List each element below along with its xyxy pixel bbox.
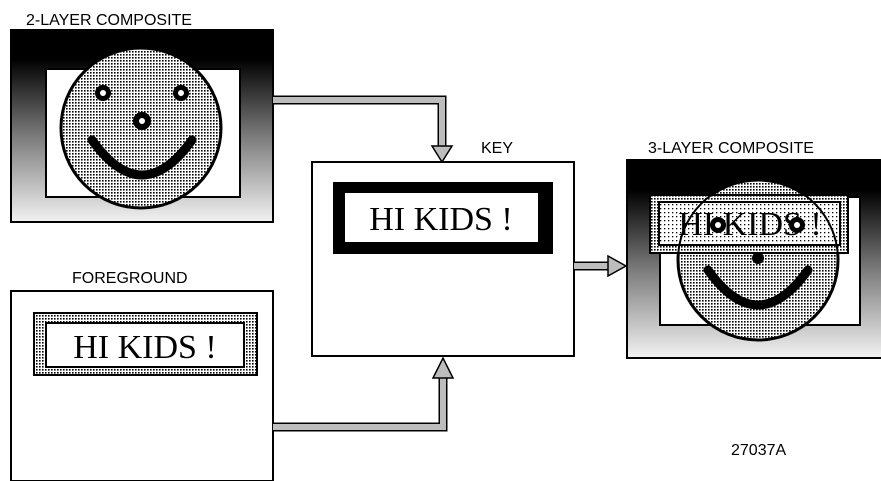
- arrow-key-to-three-layer: [574, 254, 628, 278]
- foreground-text: HI KIDS !: [73, 329, 217, 366]
- key-label: KEY: [481, 140, 513, 157]
- three-layer-composite-panel: HI KIDS !: [627, 160, 881, 358]
- composite-banner: HI KIDS !: [649, 194, 849, 254]
- three-layer-label: 3-LAYER COMPOSITE: [648, 140, 814, 157]
- two-layer-label: 2-LAYER COMPOSITE: [26, 12, 192, 29]
- two-layer-composite-panel: [11, 30, 273, 222]
- key-panel: HI KIDS !: [311, 161, 575, 357]
- arrow-foreground-to-key: [273, 356, 455, 432]
- foreground-label: FOREGROUND: [72, 270, 188, 287]
- key-text: HI KIDS !: [369, 201, 513, 238]
- smiley-face: [59, 46, 223, 210]
- figure-id: 27037A: [731, 442, 786, 459]
- arrow-two-layer-to-key: [273, 95, 454, 164]
- foreground-panel: HI KIDS !: [10, 290, 274, 481]
